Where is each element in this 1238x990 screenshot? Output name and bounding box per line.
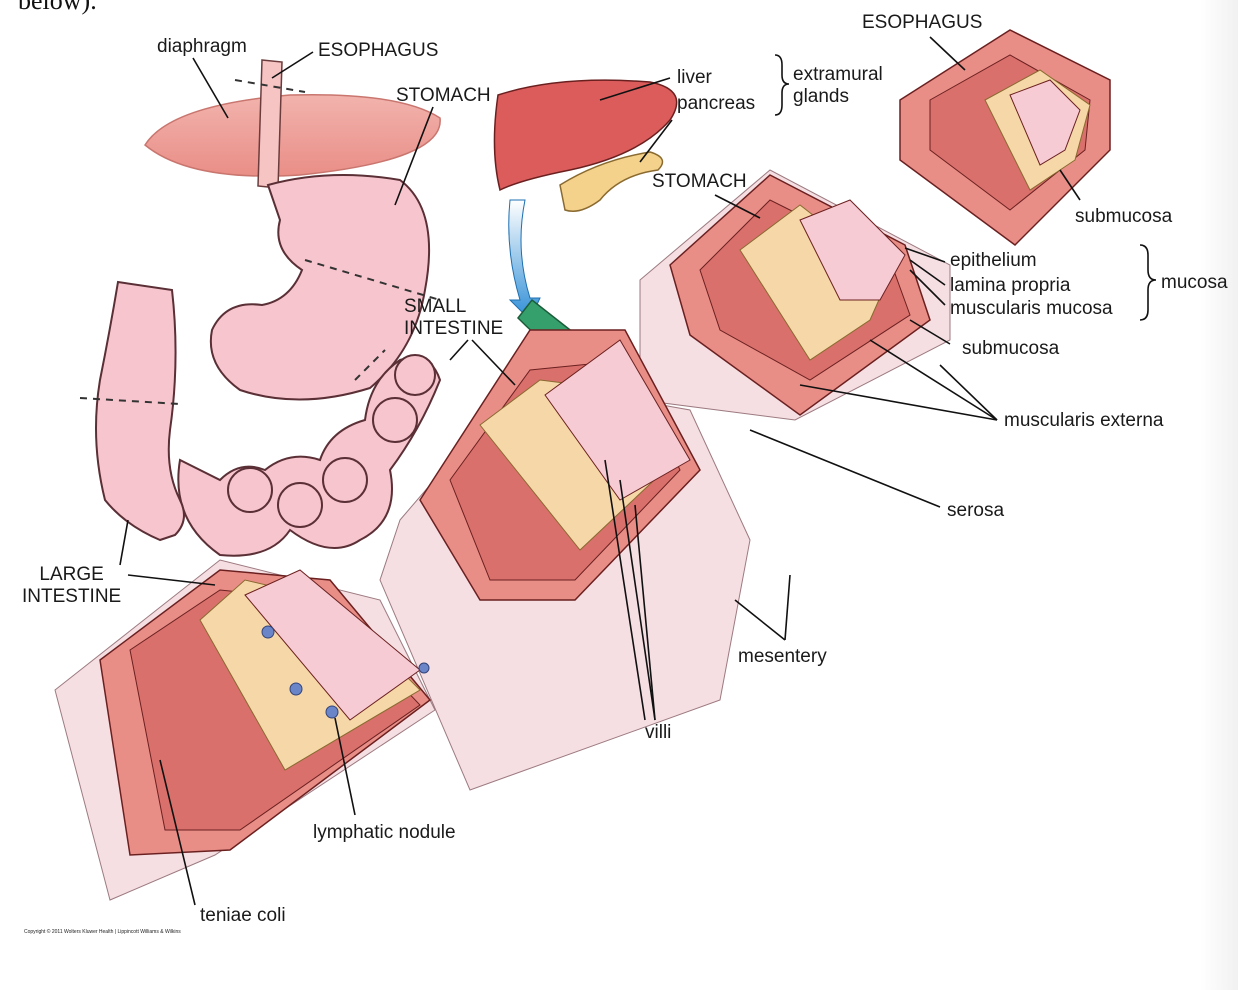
cut-off-text: below). xyxy=(18,0,97,15)
label-stomach-mid: STOMACH xyxy=(652,171,747,192)
label-pancreas: pancreas xyxy=(677,93,756,114)
page-edge-shade xyxy=(1200,0,1238,990)
small-intestine-section xyxy=(379,329,751,791)
label-extramural-glands: extramural glands xyxy=(793,64,883,107)
large-intestine-section xyxy=(54,559,436,901)
label-diaphragm: diaphragm xyxy=(157,36,247,57)
esophagus-section xyxy=(899,29,1111,246)
esophagus-tube xyxy=(257,59,283,189)
label-mesentery: mesentery xyxy=(738,646,827,667)
large-intestine xyxy=(95,280,185,542)
label-submucosa-top: submucosa xyxy=(1075,206,1173,227)
label-lamina-propria: lamina propria xyxy=(950,275,1071,296)
label-liver: liver xyxy=(677,67,712,88)
stomach xyxy=(209,174,431,401)
label-muscularis-mucosa: muscularis mucosa xyxy=(950,298,1113,319)
label-esophagus-right: ESOPHAGUS xyxy=(862,12,983,33)
label-submucosa-mid: submucosa xyxy=(962,338,1060,359)
label-large-intestine: LARGE INTESTINE xyxy=(22,564,122,607)
stomach-section xyxy=(639,169,951,421)
cut-lines xyxy=(79,79,441,405)
label-epithelium: epithelium xyxy=(950,250,1037,271)
copyright-note: Copyright © 2011 Wolters Kluwer Health |… xyxy=(24,929,181,935)
label-villi: villi xyxy=(645,722,672,743)
label-serosa: serosa xyxy=(947,500,1005,521)
label-esophagus-left: ESOPHAGUS xyxy=(318,40,439,61)
brackets xyxy=(774,54,1157,321)
label-teniae-coli: teniae coli xyxy=(200,905,286,926)
label-lymphatic-nodule: lymphatic nodule xyxy=(313,822,456,843)
label-stomach-left: STOMACH xyxy=(396,85,491,106)
leader-lines xyxy=(119,36,1081,906)
label-muscularis-externa: muscularis externa xyxy=(1004,410,1164,431)
small-intestine-coils xyxy=(177,354,442,557)
label-small-intestine: SMALL INTESTINE xyxy=(404,296,504,339)
diaphragm xyxy=(144,93,441,177)
label-mucosa: mucosa xyxy=(1161,272,1228,293)
liver xyxy=(493,79,678,192)
pancreas xyxy=(559,151,664,212)
